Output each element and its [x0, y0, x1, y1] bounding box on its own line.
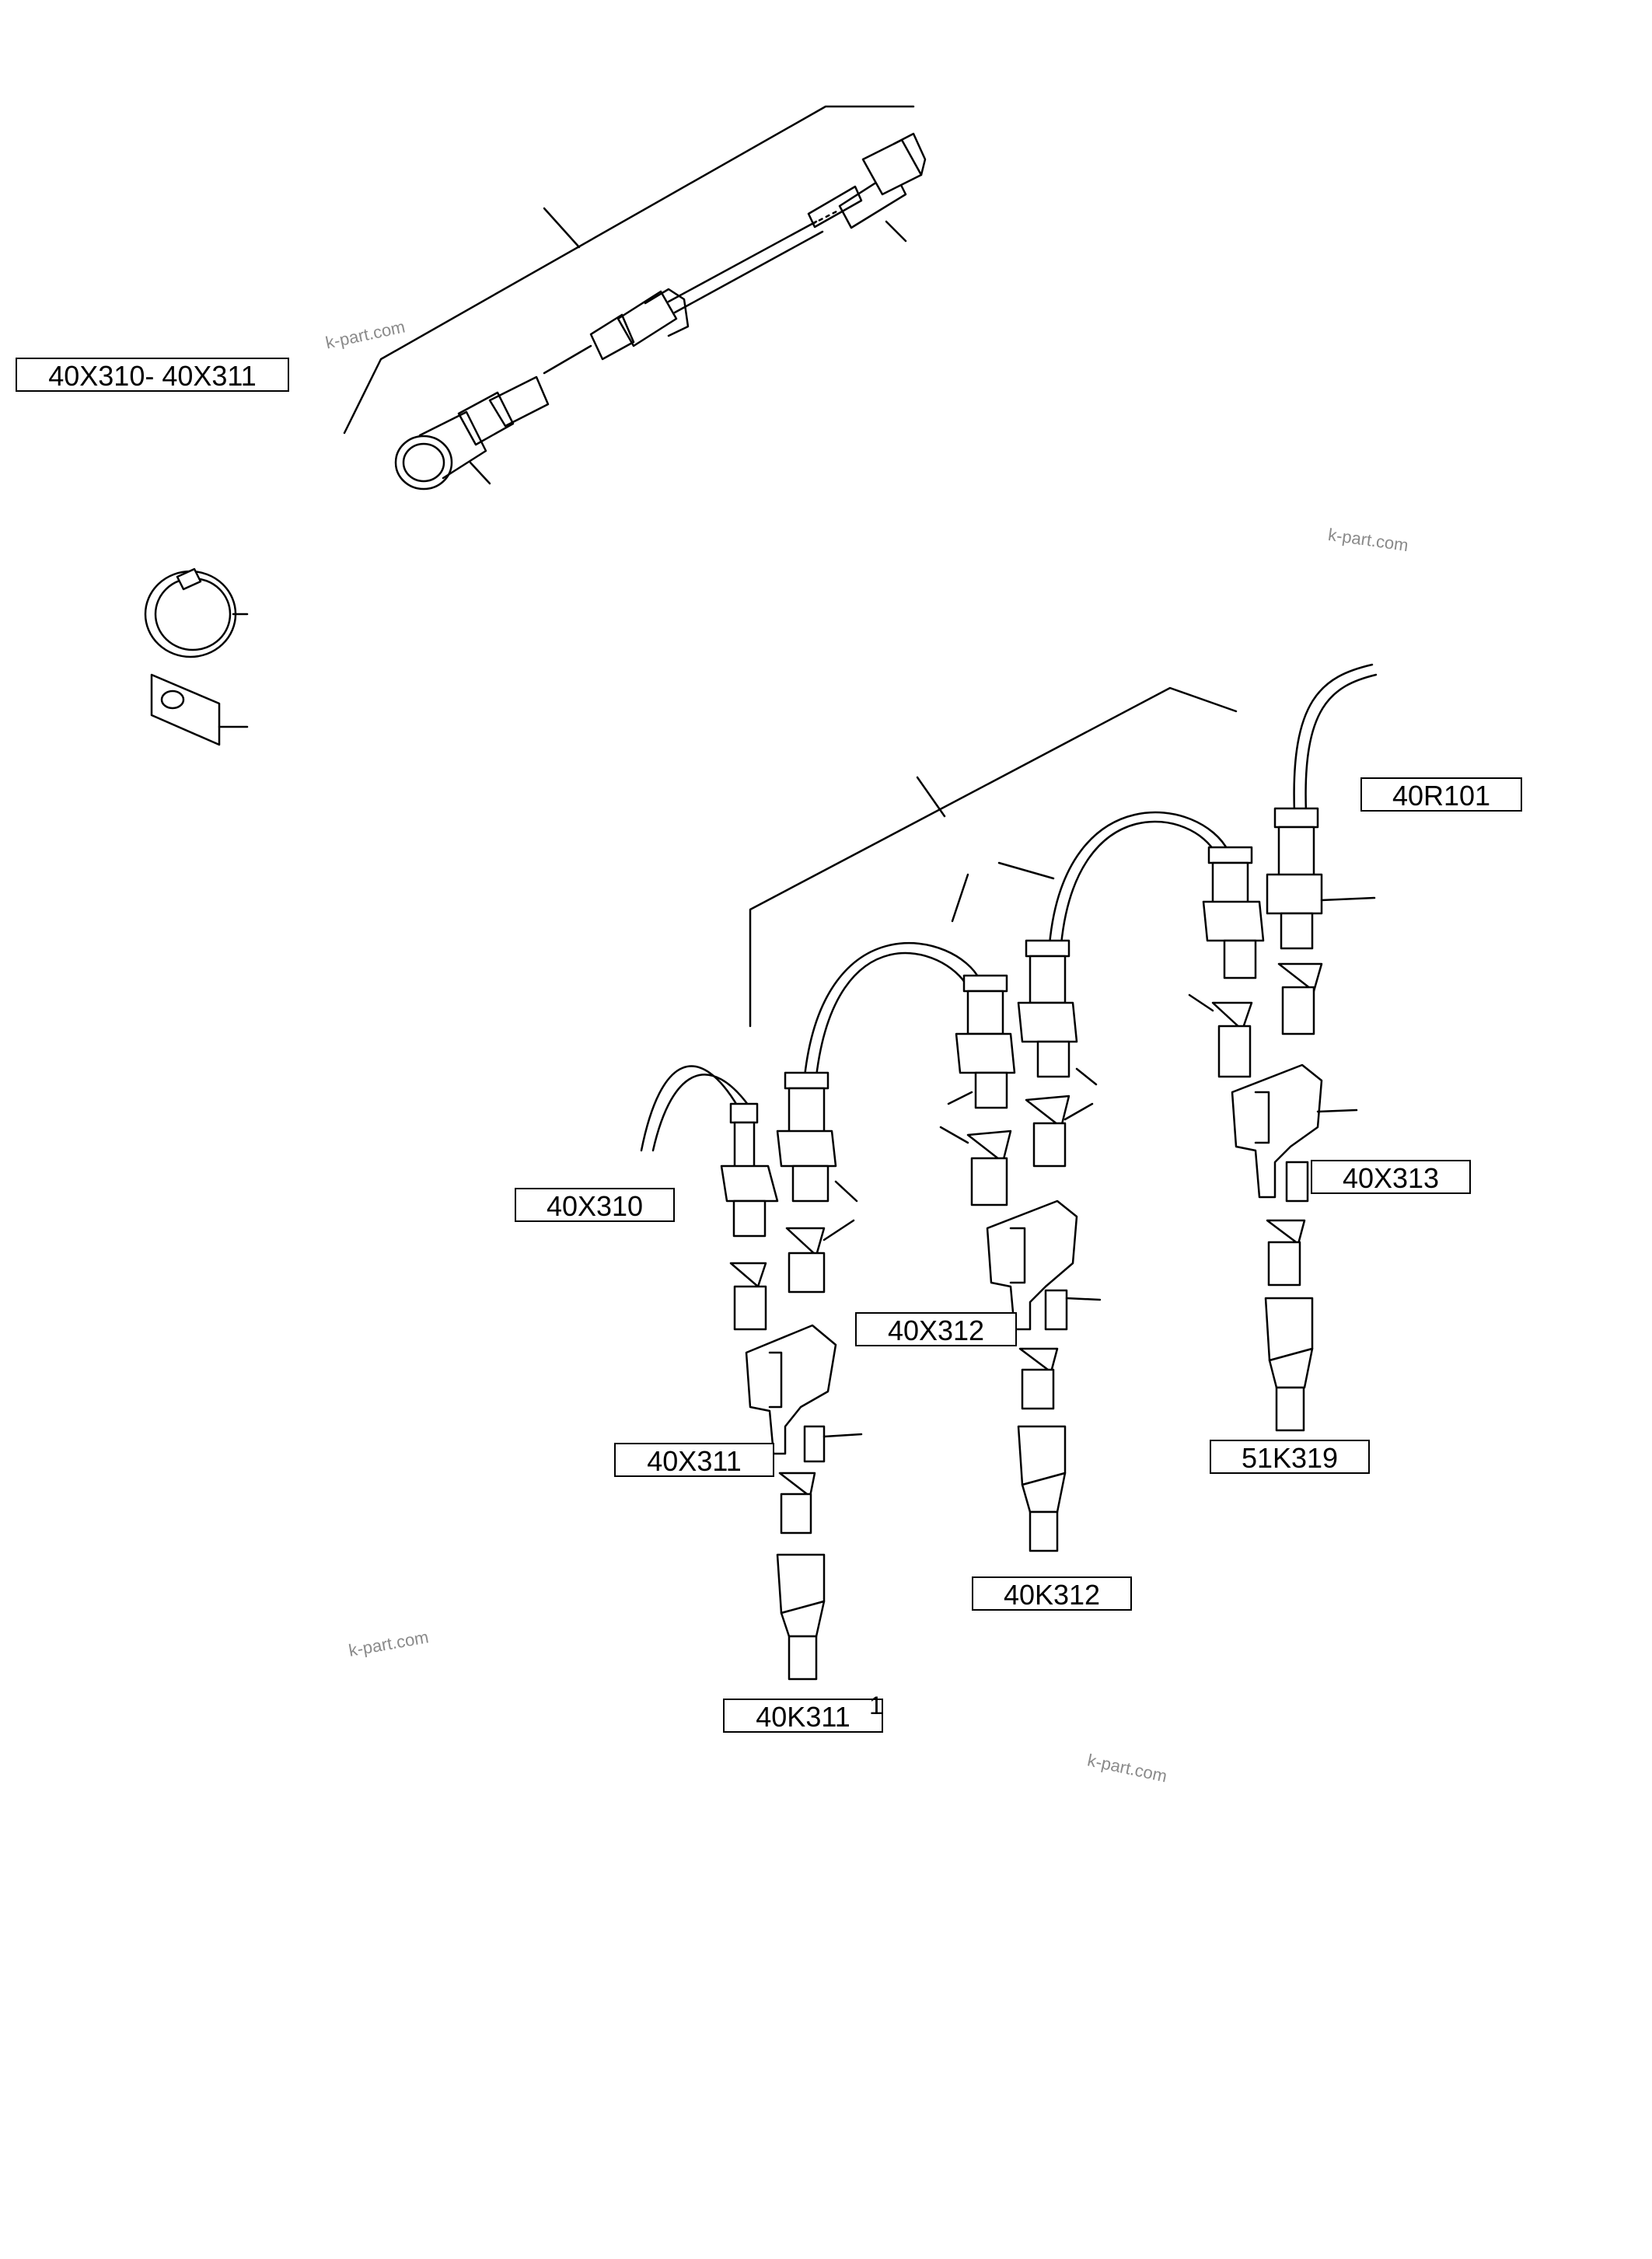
label-40x311: 40X311 — [614, 1443, 774, 1477]
label-40x310: 40X310 — [515, 1188, 675, 1222]
identification-tag — [150, 673, 249, 746]
label-40x313: 40X313 — [1311, 1160, 1471, 1194]
harness-cables — [640, 663, 1378, 1152]
connector-stack-40x310-40x311 — [720, 1071, 863, 1681]
connector-stack-40x312 — [939, 939, 1102, 1552]
label-40x312: 40X312 — [855, 1312, 1017, 1346]
label-51k319: 51K319 — [1210, 1440, 1370, 1474]
lower-harness-bracket — [749, 686, 1238, 1028]
label-40r101: 40R101 — [1360, 777, 1522, 812]
label-40x310-40x311: 40X310- 40X311 — [16, 358, 289, 392]
label-40k311: 40K311 — [723, 1699, 883, 1733]
label-40k312: 40K312 — [972, 1576, 1132, 1611]
cable-tie — [144, 567, 249, 658]
top-harness-assembly — [343, 105, 927, 491]
footnote-marker: 1 — [869, 1692, 883, 1720]
connector-stack-40x313-51k319 — [1188, 807, 1376, 1432]
